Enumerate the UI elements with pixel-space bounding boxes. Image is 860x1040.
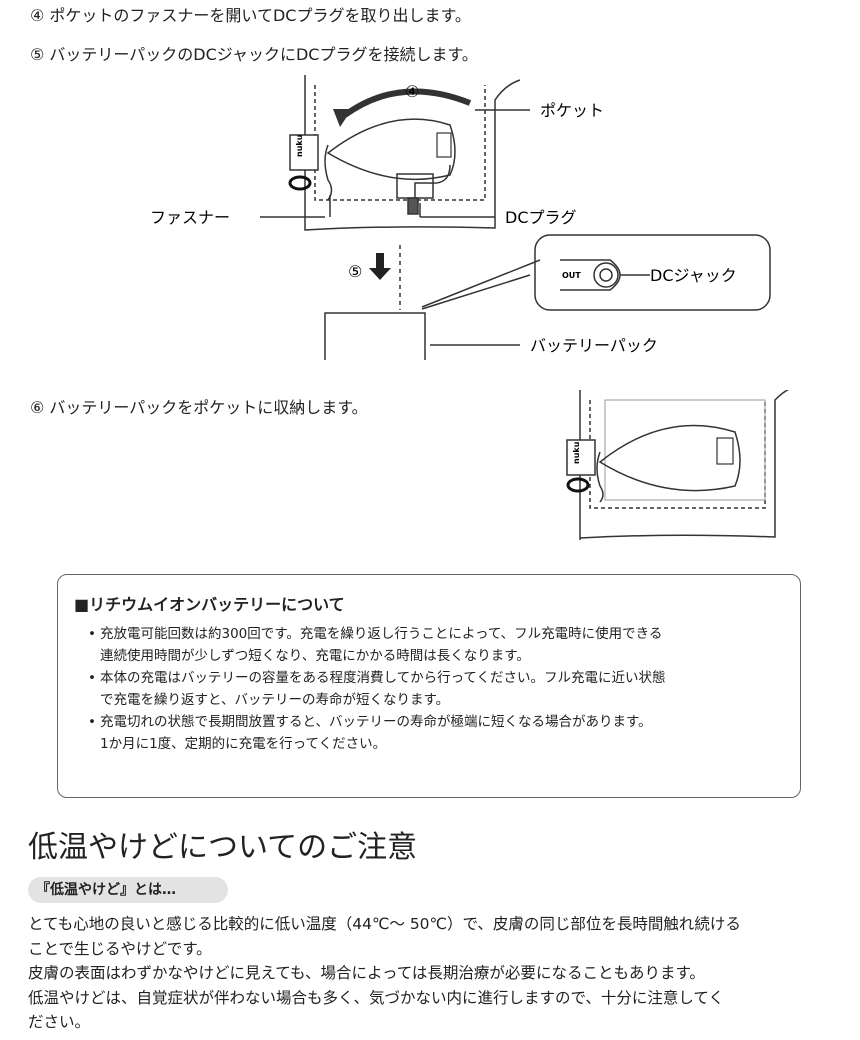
paragraph-line: 皮膚の表面はわずかなやけどに見えても、場合によっては長期治療が必要になることもあ…	[28, 964, 705, 982]
paragraph-line: とても心地の良いと感じる比較的に低い温度（44℃～ 50℃）で、皮膚の同じ部位を…	[28, 915, 741, 933]
curved-arrow-head	[333, 109, 352, 127]
note-item: 充電切れの状態で長期間放置すると、バッテリーの寿命が極端に短くなる場合があります…	[88, 711, 666, 755]
nuku-logo-text: nuku	[295, 134, 304, 157]
note-item-line: 充放電可能回数は約300回です。充電を繰り返し行うことによって、フル充電時に使用…	[100, 626, 663, 642]
garment-outline-2	[579, 390, 790, 540]
note-item-line: 連続使用時間が少しずつ短くなり、充電にかかる時間は長くなります。	[100, 648, 530, 664]
note-item: 本体の充電はバッテリーの容量をある程度消費してから行ってください。フル充電に近い…	[88, 667, 666, 711]
step-4-instruction: ④ ポケットのファスナーを開いてDCプラグを取り出します。	[30, 6, 471, 25]
paragraph-line: 低温やけどは、自覚症状が伴わない場合も多く、気づかない内に進行しますので、十分に…	[28, 988, 724, 1007]
pouch-body-2	[598, 424, 741, 492]
dc-jack-inner-ring	[599, 268, 613, 282]
paragraph-line: ことで生じるやけどです。	[28, 939, 212, 958]
connection-diagram: nuku ④ ⑤ ポケット ファスナー DCプラグ DCジャック OUT バッテ…	[150, 75, 771, 360]
step-4-marker: ④	[405, 82, 419, 101]
fastener-strap-2	[596, 451, 604, 503]
dc-jack-callout-box	[534, 234, 771, 311]
battery-note-title: ■リチウムイオンバッテリーについて	[74, 595, 345, 614]
zoom-line-upper	[421, 259, 541, 308]
nuku-logo-text-2: nuku	[572, 441, 581, 464]
battery-note-box: ■リチウムイオンバッテリーについて 充放電可能回数は約300回です。充電を繰り返…	[57, 574, 801, 798]
nuku-logo-tag-2	[566, 439, 596, 476]
label-dc-jack: DCジャック	[650, 266, 737, 285]
dc-plug-tip	[407, 197, 419, 215]
step-5-marker: ⑤	[348, 262, 362, 281]
note-item-line: で充電を繰り返すと、バッテリーの寿命が短くなります。	[100, 692, 450, 708]
garment-outline	[304, 75, 521, 231]
dc-cable	[414, 164, 451, 203]
note-item-line: 充電切れの状態で長期間放置すると、バッテリーの寿命が極端に短くなる場合があります…	[100, 714, 652, 730]
pouch-body	[326, 118, 456, 180]
low-temp-burn-pill: 『低温やけど』とは…	[28, 877, 228, 903]
paragraph-line: ださい。	[28, 1013, 91, 1031]
power-button-icon-2	[716, 437, 734, 465]
note-item-line: 1か月に1度、定期的に充電を行ってください。	[100, 736, 387, 752]
battery-inside-outline	[604, 399, 766, 501]
battery-pack-outline	[324, 312, 426, 360]
strap-coil-icon	[288, 175, 312, 191]
label-dc-plug: DCプラグ	[505, 208, 577, 227]
low-temp-burn-paragraph: とても心地の良いと感じる比較的に低い温度（44℃～ 50℃）で、皮膚の同じ部位を…	[28, 912, 741, 1035]
label-fastener: ファスナー	[150, 208, 230, 227]
curved-arrow-line	[343, 88, 472, 118]
out-label: OUT	[562, 271, 581, 280]
down-arrow-icon	[369, 253, 391, 280]
dc-jack-outer-ring	[593, 262, 619, 288]
step-6-instruction: ⑥ バッテリーパックをポケットに収納します。	[30, 398, 368, 417]
stored-battery-diagram: nuku	[566, 390, 790, 540]
strap-coil-icon-2	[566, 477, 590, 493]
battery-note-list: 充放電可能回数は約300回です。充電を繰り返し行うことによって、フル充電時に使用…	[88, 623, 666, 755]
power-button-icon	[436, 132, 452, 158]
note-item: 充放電可能回数は約300回です。充電を繰り返し行うことによって、フル充電時に使用…	[88, 623, 666, 667]
pocket-stitch-line-2	[589, 400, 766, 509]
step-5-instruction: ⑤ バッテリーパックのDCジャックにDCプラグを接続します。	[30, 45, 478, 64]
label-pocket: ポケット	[540, 101, 604, 120]
zoom-line-lower	[421, 274, 531, 310]
nuku-logo-tag	[289, 134, 319, 171]
label-battery-pack: バッテリーパック	[530, 336, 658, 355]
low-temp-burn-heading: 低温やけどについてのご注意	[28, 830, 418, 865]
note-item-line: 本体の充電はバッテリーの容量をある程度消費してから行ってください。フル充電に近い…	[100, 670, 666, 686]
fastener-strap	[324, 144, 333, 201]
